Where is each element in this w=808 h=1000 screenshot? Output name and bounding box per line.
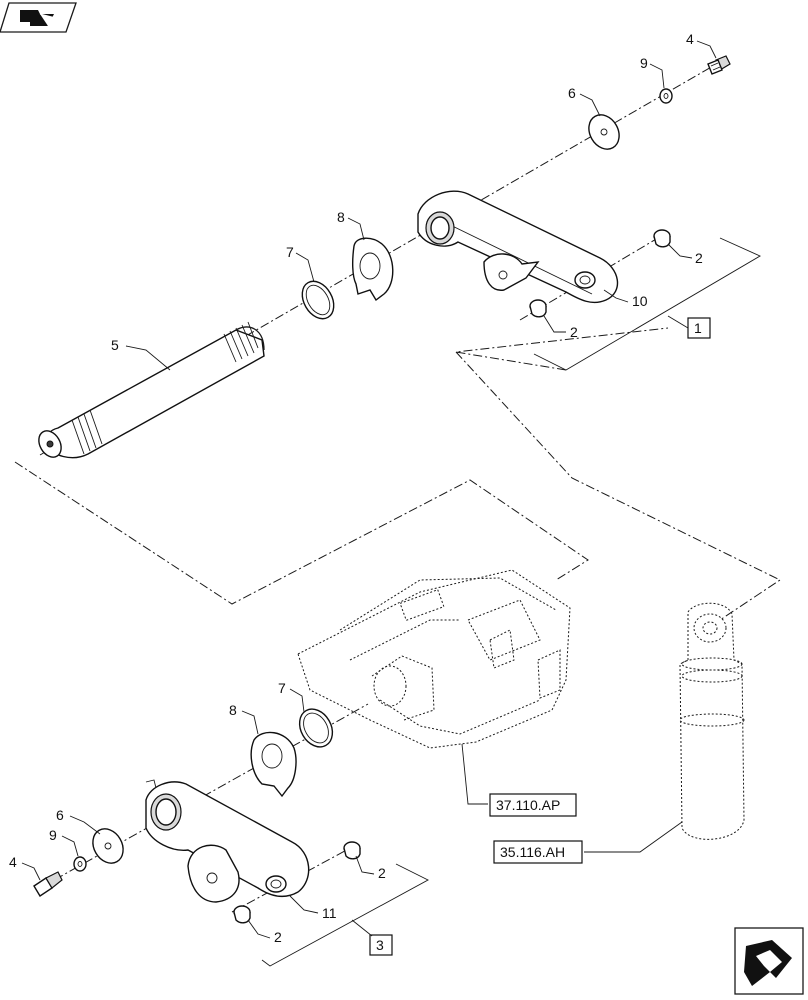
screw-top[interactable] — [707, 55, 731, 75]
lift-arm-top[interactable] — [417, 190, 619, 304]
splined-shaft[interactable] — [34, 321, 265, 461]
callout-7-top[interactable]: 7 — [286, 244, 294, 260]
hydraulic-cylinder — [679, 602, 745, 840]
svg-text:37.110.AP: 37.110.AP — [496, 797, 560, 813]
washer-top[interactable] — [659, 88, 673, 104]
callout-2-top-a[interactable]: 2 — [695, 250, 703, 266]
callout-9-top[interactable]: 9 — [640, 55, 648, 71]
next-page-arrow-icon[interactable] — [734, 927, 804, 995]
snap-ring-bottom[interactable] — [293, 703, 339, 753]
plate-bottom[interactable] — [87, 823, 129, 868]
group1-bracket — [533, 237, 761, 371]
svg-text:35.116.AH: 35.116.AH — [500, 844, 565, 860]
group1-link — [455, 327, 669, 371]
housing-envelope-left — [14, 461, 589, 605]
callout-6-top[interactable]: 6 — [568, 85, 576, 101]
group-box-1[interactable]: 1 — [687, 317, 711, 339]
book-arrow-icon[interactable] — [0, 2, 77, 33]
leader-lines — [21, 40, 717, 939]
bushing-top-b[interactable] — [529, 299, 547, 318]
callout-labels: 4 9 6 8 7 5 2 2 10 8 7 6 9 4 2 2 11 — [9, 31, 703, 945]
group-box-3[interactable]: 3 — [369, 934, 393, 956]
washer-bottom[interactable] — [73, 856, 87, 872]
lock-plate-top[interactable] — [351, 237, 394, 302]
callout-2-bottom-b[interactable]: 2 — [274, 929, 282, 945]
lock-plate-bottom[interactable] — [250, 731, 297, 798]
callout-11[interactable]: 11 — [322, 905, 337, 921]
lift-arm-bottom[interactable] — [145, 779, 310, 903]
callout-6-bottom[interactable]: 6 — [56, 807, 64, 823]
callout-9-bottom[interactable]: 9 — [49, 827, 57, 843]
snap-ring-top[interactable] — [296, 276, 340, 325]
bushing-top-a[interactable] — [653, 229, 671, 248]
reference-housing[interactable]: 37.110.AP — [489, 793, 577, 817]
group3-bracket — [261, 863, 429, 967]
callout-8-bottom[interactable]: 8 — [229, 702, 237, 718]
callout-10[interactable]: 10 — [632, 293, 648, 309]
svg-text:3: 3 — [376, 937, 384, 953]
callout-5[interactable]: 5 — [111, 337, 119, 353]
screw-bottom[interactable] — [33, 871, 63, 897]
reference-cylinder[interactable]: 35.116.AH — [493, 840, 583, 864]
callout-2-bottom-a[interactable]: 2 — [378, 865, 386, 881]
callout-2-top-b[interactable]: 2 — [570, 324, 578, 340]
callout-4-top[interactable]: 4 — [686, 31, 694, 47]
callout-4-bottom[interactable]: 4 — [9, 854, 17, 870]
housing-envelope-right — [455, 351, 782, 621]
callout-8-top[interactable]: 8 — [337, 209, 345, 225]
callout-7-bottom[interactable]: 7 — [278, 680, 286, 696]
hydraulic-housing — [297, 569, 571, 749]
plate-top[interactable] — [583, 109, 625, 154]
svg-text:1: 1 — [694, 320, 702, 336]
bushing-bottom-b[interactable] — [233, 905, 251, 924]
bushing-bottom-a[interactable] — [343, 841, 361, 860]
